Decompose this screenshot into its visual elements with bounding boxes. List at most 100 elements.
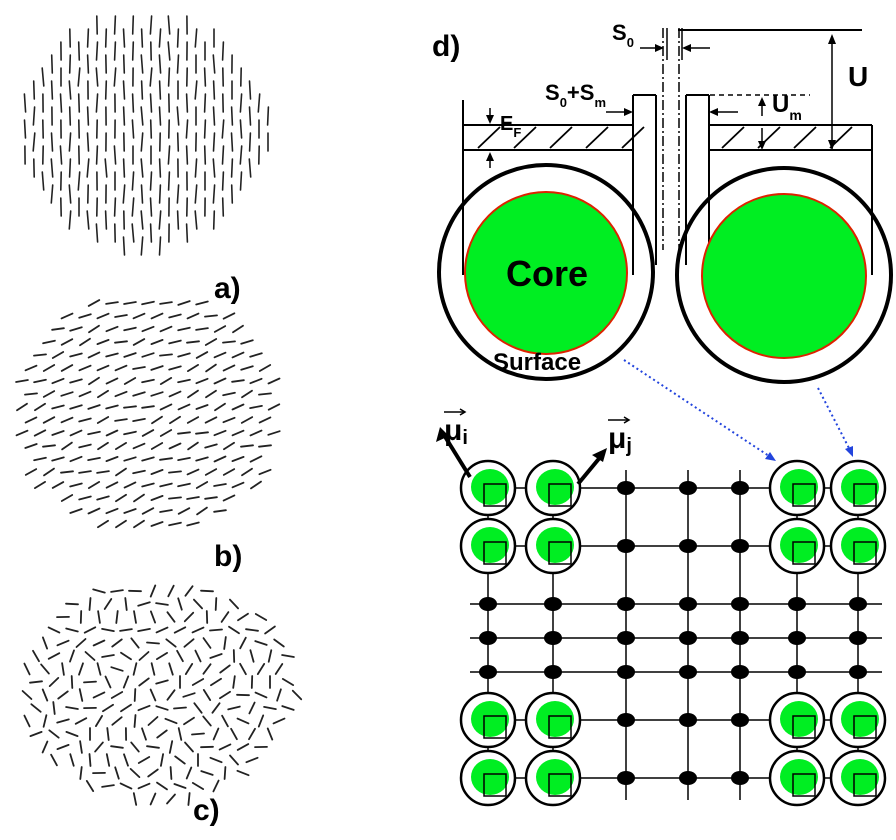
um-arrow-head <box>758 97 766 106</box>
spin-arrow <box>159 353 173 357</box>
spin-arrow <box>32 649 40 663</box>
lattice-bond-stub <box>792 715 816 739</box>
spin-arrow <box>267 377 281 385</box>
panel-c-label: c) <box>193 794 220 827</box>
spin-arrow <box>155 652 169 660</box>
spin-arrow <box>122 54 126 74</box>
spin-arrow <box>195 377 209 385</box>
spin-arrow <box>150 338 164 346</box>
spin-arrow <box>122 28 126 48</box>
spin-arrow <box>230 106 234 126</box>
hatch-line <box>757 126 781 149</box>
spin-arrow <box>92 639 106 647</box>
spin-arrow <box>52 701 56 715</box>
spin-arrow <box>122 158 126 178</box>
spin-arrow <box>176 649 184 663</box>
spin-arrow <box>42 416 56 424</box>
spin-arrow <box>185 93 189 113</box>
spin-arrow <box>15 379 29 383</box>
spin-arrow <box>231 379 245 383</box>
spin-arrow <box>24 416 38 424</box>
spin-arrow <box>138 677 150 687</box>
spin-arrow <box>239 145 243 165</box>
spin-arrow <box>42 390 56 398</box>
spin-arrow <box>168 390 182 398</box>
spin-arrow <box>104 210 108 230</box>
spin-arrow <box>240 365 254 371</box>
nanoparticle-pair <box>437 163 893 384</box>
spin-arrow <box>60 312 74 320</box>
spin-arrow <box>78 313 92 319</box>
spin-arrow <box>222 416 236 424</box>
mu-i-arrow <box>436 427 472 479</box>
spin-arrow <box>115 519 127 529</box>
spin-arrow <box>187 441 199 451</box>
spin-arrow <box>166 793 176 805</box>
spin-arrow <box>202 637 212 649</box>
spin-arrow <box>203 67 207 87</box>
spin-arrow <box>42 339 56 345</box>
spin-arrow <box>177 326 191 332</box>
spin-arrow <box>258 444 272 448</box>
lattice-site <box>544 597 562 611</box>
spin-arrow <box>83 626 97 634</box>
spin-arrow <box>88 753 92 767</box>
spin-arrow <box>106 727 110 741</box>
spin-arrow <box>149 197 153 217</box>
spin-arrow <box>186 521 200 527</box>
spin-arrow <box>149 67 153 87</box>
spin-arrow <box>248 106 252 126</box>
spin-arrow <box>96 364 110 372</box>
spin-arrow <box>123 456 137 462</box>
spin-arrow <box>158 106 162 126</box>
spin-arrow <box>96 495 110 501</box>
spin-arrow <box>155 679 169 685</box>
spin-arrow <box>173 783 187 789</box>
spin-arrow <box>68 184 72 204</box>
spin-arrow <box>68 106 72 126</box>
hatch-line <box>829 126 853 149</box>
spin-arrow <box>141 456 155 462</box>
mu-j-label: μj <box>608 422 632 457</box>
lattice-site <box>788 631 806 645</box>
hatch-line <box>513 126 537 149</box>
lattice-bond-stub <box>483 773 507 797</box>
spin-arrow <box>236 717 250 725</box>
spin-arrow <box>231 455 245 463</box>
s0-arrow-right-head <box>682 44 691 52</box>
spin-arrow <box>212 158 216 178</box>
lattice-site <box>679 481 697 495</box>
spin-arrow <box>167 41 171 61</box>
spin-arrow <box>195 327 209 331</box>
spin-arrow <box>123 326 137 332</box>
spin-arrow <box>60 470 74 474</box>
spin-arrow <box>214 597 218 611</box>
lattice-site <box>731 713 749 727</box>
spin-arrow <box>177 507 191 515</box>
spin-arrow <box>61 441 73 451</box>
spin-arrow <box>104 80 108 100</box>
spin-arrow <box>176 132 180 152</box>
ef-arrow-top-head <box>486 115 494 124</box>
spin-arrow <box>30 703 42 713</box>
spin-arrow <box>150 365 164 371</box>
spin-arrow <box>101 654 115 658</box>
lattice-site <box>617 539 635 553</box>
spin-arrow <box>205 389 217 399</box>
spin-arrow <box>29 680 43 684</box>
spin-arrow <box>95 223 99 243</box>
spin-arrow <box>43 467 55 477</box>
spin-arrow <box>47 652 61 660</box>
spin-arrow <box>137 628 151 632</box>
spin-arrow <box>291 689 303 701</box>
spin-arrow <box>213 455 227 463</box>
spin-arrow <box>195 351 209 359</box>
spin-arrow <box>132 662 138 676</box>
spin-arrow <box>231 351 245 359</box>
spin-arrow <box>204 443 218 449</box>
spin-arrow <box>140 132 144 152</box>
spin-arrow <box>240 444 254 448</box>
spin-arrow <box>60 364 74 372</box>
spin-arrow <box>149 610 157 624</box>
spin-arrow <box>141 482 155 488</box>
